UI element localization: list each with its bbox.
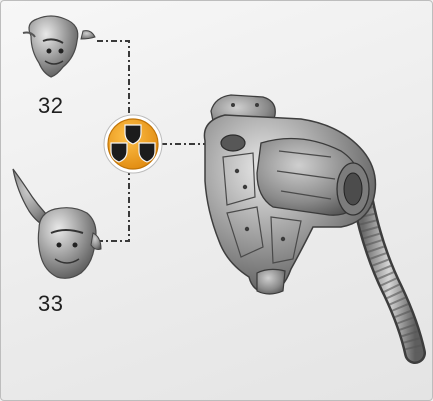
connector-part-32 [97, 41, 129, 119]
crested-head-icon [13, 169, 101, 278]
connector-part-33 [97, 169, 129, 241]
choose-one-of-three-icon [104, 115, 162, 173]
part-number-label: 32 [38, 93, 63, 119]
helmet-head-icon [23, 16, 95, 77]
part-number-label: 33 [38, 291, 63, 317]
armored-torso-with-cable-icon [204, 95, 415, 353]
